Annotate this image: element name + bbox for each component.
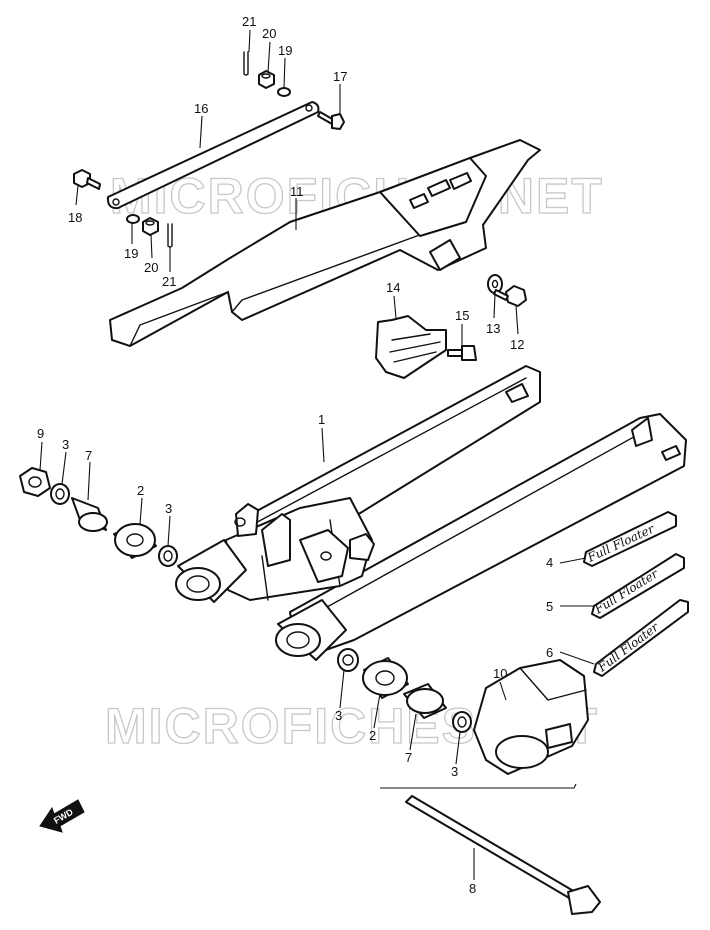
callout-15: 15 bbox=[455, 308, 469, 323]
callout-1: 1 bbox=[318, 412, 325, 427]
part-21-cotter-pin-top[interactable] bbox=[243, 51, 249, 76]
part-4-decal[interactable]: Full Floater bbox=[583, 511, 677, 567]
watermark-top: MICROFICHES.NET bbox=[110, 168, 604, 224]
callout-19-bottom: 19 bbox=[124, 246, 138, 261]
part-20-nut-bottom[interactable] bbox=[142, 217, 159, 236]
callout-13: 13 bbox=[486, 321, 500, 336]
part-2-bushing-left[interactable] bbox=[113, 523, 157, 559]
part-7-collar-right[interactable] bbox=[403, 683, 447, 719]
callout-9: 9 bbox=[37, 426, 44, 441]
callout-11: 11 bbox=[290, 184, 304, 199]
part-19-washer-bottom[interactable] bbox=[126, 214, 140, 224]
callout-20-bottom: 20 bbox=[144, 260, 158, 275]
callout-17: 17 bbox=[333, 69, 347, 84]
part-14-chain-guard[interactable] bbox=[375, 315, 447, 379]
part-11-chain-case[interactable] bbox=[109, 139, 541, 347]
callout-5: 5 bbox=[546, 599, 553, 614]
callout-10: 10 bbox=[493, 666, 507, 681]
callout-21-top: 21 bbox=[242, 14, 256, 29]
callout-6: 6 bbox=[546, 645, 553, 660]
part-7-collar-left[interactable] bbox=[71, 497, 108, 532]
decal-5-text: Full Floater bbox=[591, 566, 661, 617]
part-18-bolt[interactable] bbox=[73, 169, 101, 190]
part-15-bolt[interactable] bbox=[447, 345, 477, 361]
part-3-spacer-right-inner[interactable] bbox=[452, 711, 472, 733]
part-8-axle[interactable] bbox=[405, 795, 601, 915]
part-2-bushing-right[interactable] bbox=[362, 657, 409, 699]
callout-2-left: 2 bbox=[137, 483, 144, 498]
part-21-cotter-pin-bottom[interactable] bbox=[167, 223, 173, 248]
callout-8: 8 bbox=[469, 881, 476, 896]
callout-20-top: 20 bbox=[262, 26, 276, 41]
callout-14: 14 bbox=[386, 280, 400, 295]
fwd-arrow-icon: FWD bbox=[39, 799, 85, 833]
part-12-bolt[interactable] bbox=[493, 285, 527, 307]
callout-21-bottom: 21 bbox=[162, 274, 176, 289]
part-3-spacer-left-inner[interactable] bbox=[158, 545, 178, 567]
callout-2-right: 2 bbox=[369, 728, 376, 743]
part-16-torque-rod[interactable] bbox=[106, 101, 320, 210]
part-19-washer-top[interactable] bbox=[277, 87, 291, 97]
part-3-spacer-left-outer[interactable] bbox=[50, 483, 70, 505]
callout-3-left-inner: 3 bbox=[165, 501, 172, 516]
callout-3-right-inner: 3 bbox=[451, 764, 458, 779]
callout-7-right: 7 bbox=[405, 750, 412, 765]
part-1-swingarm[interactable] bbox=[175, 365, 687, 661]
part-9-nut[interactable] bbox=[19, 467, 51, 497]
callout-3-left-outer: 3 bbox=[62, 437, 69, 452]
callout-7-left: 7 bbox=[85, 448, 92, 463]
part-3-spacer-right-outer[interactable] bbox=[337, 648, 359, 672]
callout-16: 16 bbox=[194, 101, 208, 116]
callout-4: 4 bbox=[546, 555, 553, 570]
callout-19-top: 19 bbox=[278, 43, 292, 58]
decal-4-text: Full Floater bbox=[584, 521, 657, 565]
leader-lines bbox=[39, 29, 595, 880]
part-20-nut-top[interactable] bbox=[258, 70, 275, 89]
callout-3-right-outer: 3 bbox=[335, 708, 342, 723]
decal-6-text: Full Floater bbox=[595, 619, 663, 675]
callout-18: 18 bbox=[68, 210, 82, 225]
callout-12: 12 bbox=[510, 337, 524, 352]
part-17-bolt[interactable] bbox=[317, 111, 345, 130]
callout-labels: 21 20 19 17 16 18 19 20 21 11 13 12 14 1… bbox=[37, 14, 553, 896]
part-10-chain-adjuster[interactable] bbox=[473, 659, 589, 775]
